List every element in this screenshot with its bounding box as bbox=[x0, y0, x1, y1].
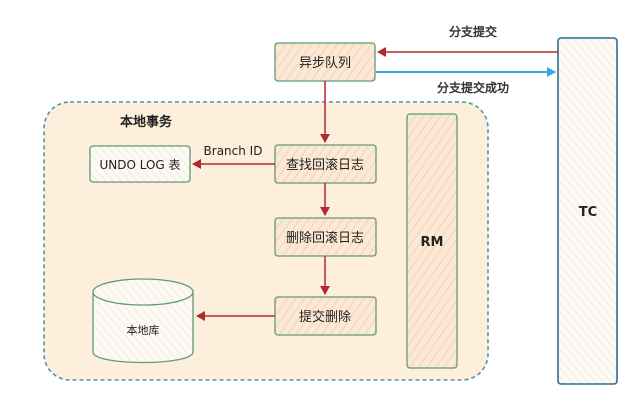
rm-label: RM bbox=[421, 235, 444, 250]
local-database-label: 本地库 bbox=[127, 323, 160, 337]
commit-delete-label: 提交删除 bbox=[299, 309, 351, 325]
undo-log-table-node bbox=[89, 145, 191, 183]
rm-node bbox=[406, 113, 458, 369]
branch-commit-success-label: 分支提交成功 bbox=[437, 80, 509, 95]
tc-label: TC bbox=[579, 205, 597, 220]
find-rollback-log-label: 查找回滚日志 bbox=[286, 157, 364, 173]
local-database-node bbox=[92, 278, 194, 364]
undo-log-table-label: UNDO LOG 表 bbox=[99, 158, 180, 172]
region-label: 本地事务 bbox=[120, 114, 173, 130]
async-queue-label: 异步队列 bbox=[299, 56, 351, 71]
tc-node bbox=[557, 37, 618, 385]
branch-commit-label: 分支提交 bbox=[449, 24, 497, 39]
branch-id-label: Branch ID bbox=[204, 144, 263, 158]
delete-rollback-log-label: 删除回滚日志 bbox=[286, 230, 364, 246]
